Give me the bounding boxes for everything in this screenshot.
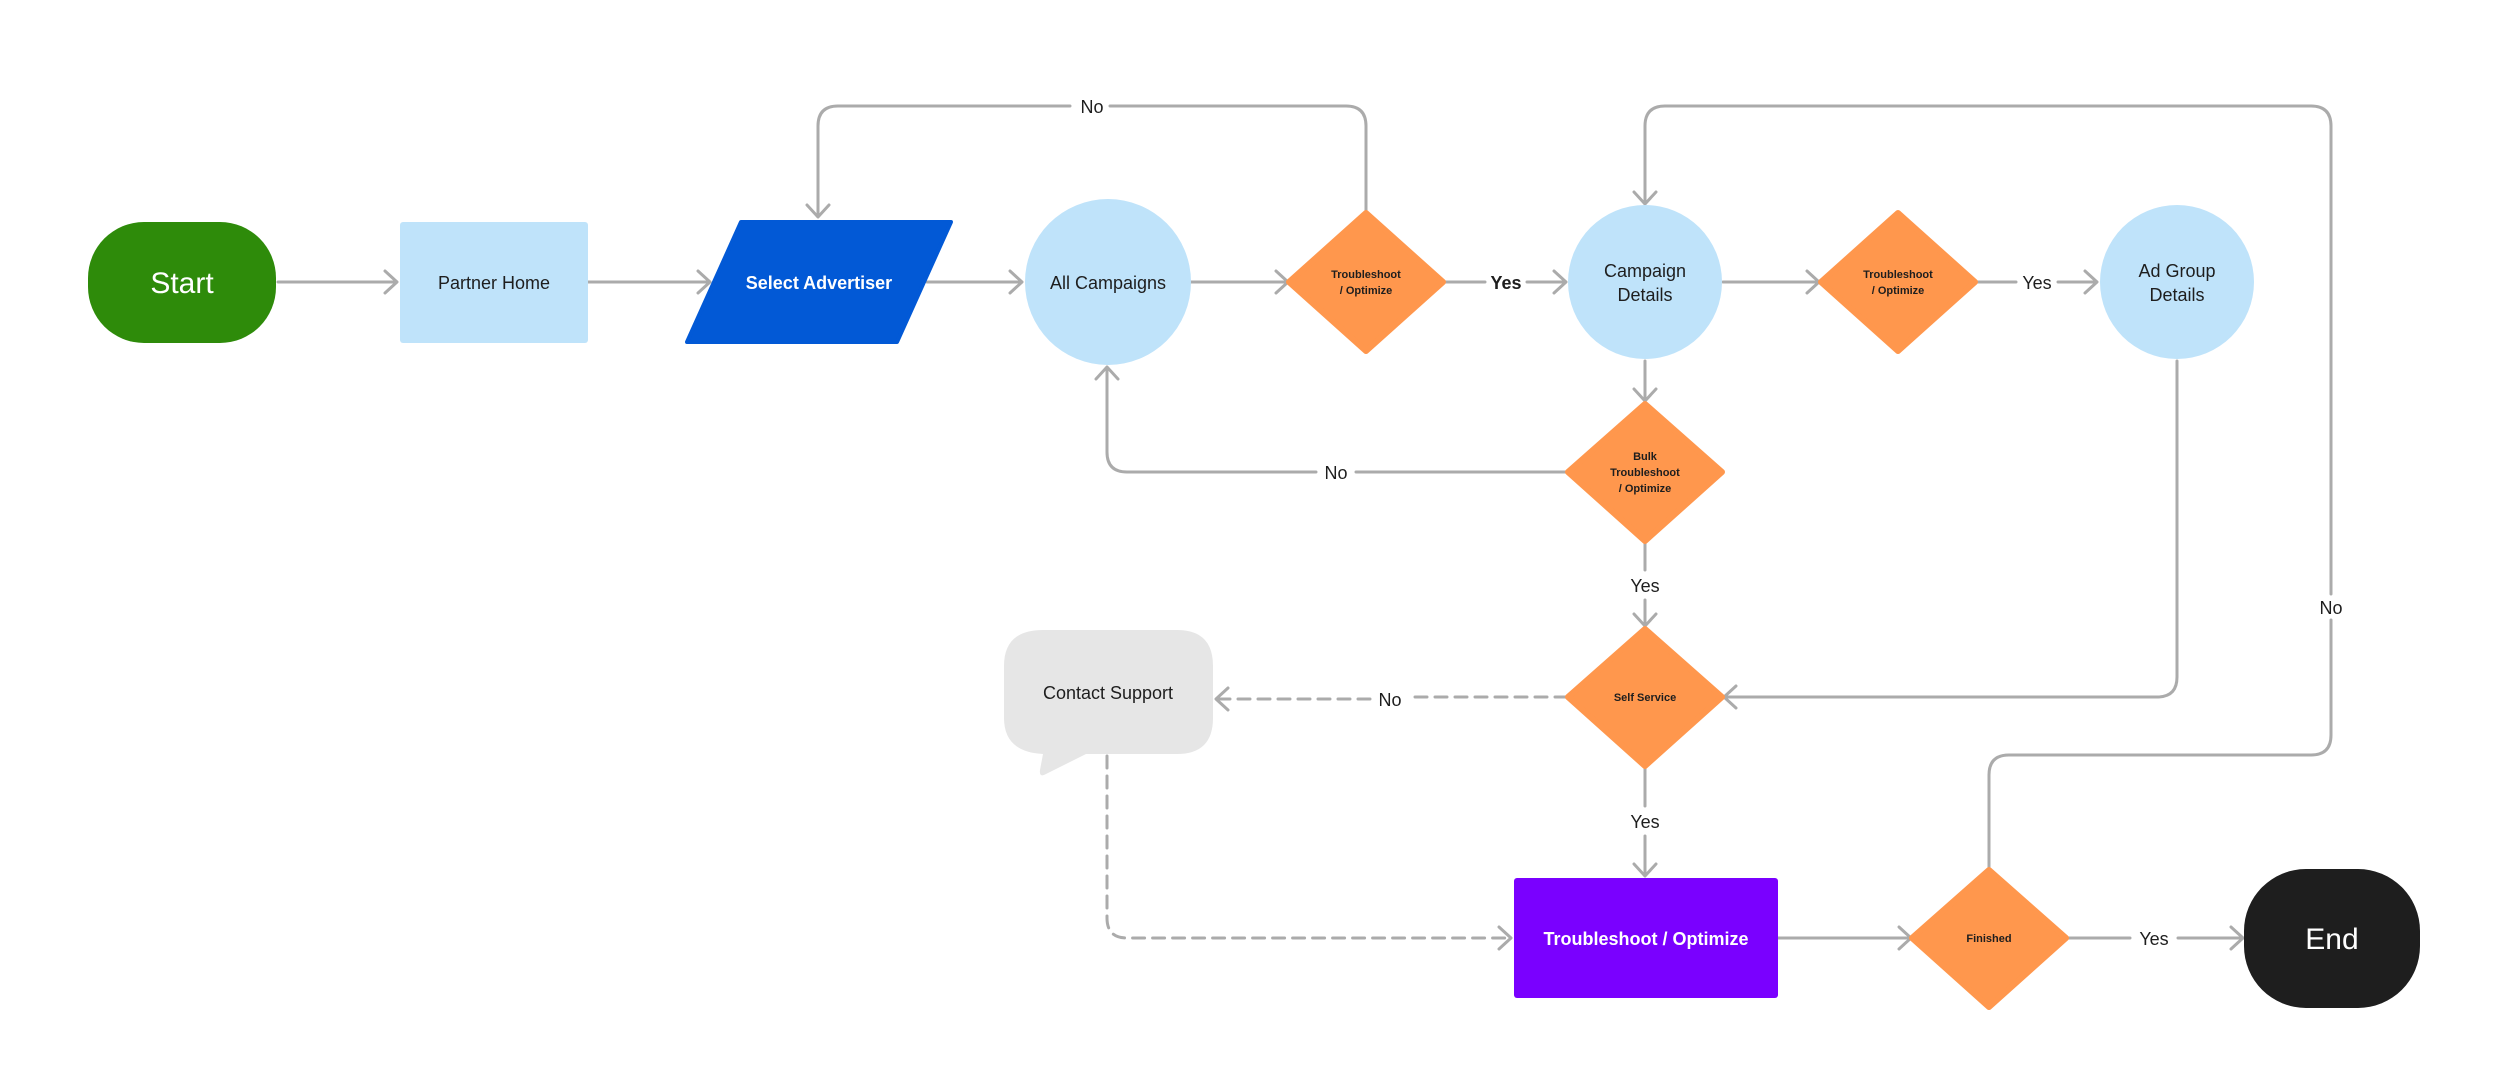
finished-label: Finished: [1966, 933, 2011, 945]
contact-support-shape: [1004, 630, 1213, 776]
edge-decision-1-yes-to-campaign-details: [1443, 269, 1568, 295]
edge-troubleshoot-to-finished: [1776, 925, 1913, 951]
campaign-details-node[interactable]: Campaign Details: [1568, 205, 1722, 359]
troubleshoot-optimize-label: Troubleshoot / Optimize: [1543, 929, 1748, 949]
all-campaigns-node[interactable]: All Campaigns: [1025, 199, 1191, 365]
contact-support-label: Contact Support: [1043, 683, 1173, 703]
campaign-details-shape: [1568, 205, 1722, 359]
finished-shape: [1909, 867, 2069, 1010]
self-service-label: Self Service: [1614, 692, 1676, 704]
edge-label-yes: Yes: [1490, 273, 1521, 293]
edge-self-service-yes-to-troubleshoot: [1632, 766, 1658, 878]
edge-label-yes: Yes: [1630, 812, 1659, 832]
end-shape: [2244, 869, 2420, 1008]
decision-2-label-line-1: Troubleshoot: [1863, 269, 1933, 281]
partner-home-shape: [400, 222, 588, 343]
end-node[interactable]: End: [2244, 869, 2420, 1008]
bulk-decision-label-line-1: Bulk: [1633, 451, 1658, 463]
ad-group-details-label-line-2: Details: [2149, 285, 2204, 305]
troubleshoot-optimize-node[interactable]: Troubleshoot / Optimize: [1514, 878, 1778, 998]
edge-finished-yes-to-end: [2065, 925, 2245, 951]
edge-campaign-details-to-decision-2: [1721, 269, 1821, 295]
edge-label-no: No: [1080, 97, 1103, 117]
edge-label-no: No: [1324, 463, 1347, 483]
edge-label-yes: Yes: [2139, 929, 2168, 949]
decision-1-label-line-2: / Optimize: [1340, 285, 1393, 297]
edge-decision-2-yes-to-ad-group: [1975, 269, 2099, 295]
edge-label-yes: Yes: [2022, 273, 2051, 293]
decision-2-shape: [1818, 210, 1978, 354]
ad-group-details-label-line-1: Ad Group: [2138, 261, 2215, 281]
all-campaigns-label: All Campaigns: [1050, 273, 1166, 293]
edge-self-service-no-to-contact-support: [1214, 686, 1569, 712]
edge-partner-home-to-select-advertiser: [586, 269, 712, 295]
select-advertiser-shape: [685, 220, 953, 344]
bulk-troubleshoot-decision[interactable]: Bulk Troubleshoot / Optimize: [1565, 401, 1725, 544]
campaign-details-label-line-2: Details: [1617, 285, 1672, 305]
edge-campaign-details-to-bulk: [1632, 359, 1658, 403]
decision-1-shape: [1286, 210, 1446, 354]
edge-label-yes: Yes: [1630, 576, 1659, 596]
bulk-decision-label-line-3: / Optimize: [1619, 483, 1672, 495]
self-service-decision[interactable]: Self Service: [1565, 626, 1725, 769]
edge-label-no: No: [2319, 598, 2342, 618]
edge-finished-no-loop: [1632, 104, 2333, 869]
edge-label-no: No: [1378, 690, 1401, 710]
partner-home-label: Partner Home: [438, 273, 550, 293]
all-campaigns-shape: [1025, 199, 1191, 365]
bulk-decision-label-line-2: Troubleshoot: [1610, 467, 1680, 479]
start-shape: [88, 222, 276, 343]
self-service-shape: [1565, 626, 1725, 769]
troubleshoot-decision-2[interactable]: Troubleshoot / Optimize: [1818, 210, 1978, 354]
ad-group-details-shape: [2100, 205, 2254, 359]
partner-home-node[interactable]: Partner Home: [400, 222, 588, 343]
edge-start-to-partner-home: [276, 269, 399, 295]
finished-decision[interactable]: Finished: [1909, 867, 2069, 1010]
edge-contact-support-to-troubleshoot: [1105, 754, 1513, 951]
decision-2-label-line-2: / Optimize: [1872, 285, 1925, 297]
edge-ad-group-to-self-service: [1722, 359, 2179, 710]
edge-decision-1-no-loop: [805, 104, 1368, 219]
start-node[interactable]: Start: [88, 222, 276, 343]
start-label: Start: [150, 267, 214, 300]
end-label: End: [2305, 923, 2358, 956]
campaign-details-label-line-1: Campaign: [1604, 261, 1686, 281]
contact-support-node[interactable]: Contact Support: [1004, 630, 1213, 776]
edge-bulk-no-to-all-campaigns: [1094, 365, 1569, 474]
bulk-decision-shape: [1565, 401, 1725, 544]
decision-1-label-line-1: Troubleshoot: [1331, 269, 1401, 281]
edge-all-campaigns-to-decision-1: [1188, 269, 1290, 295]
ad-group-details-node[interactable]: Ad Group Details: [2100, 205, 2254, 359]
select-advertiser-label: Select Advertiser: [746, 273, 892, 293]
troubleshoot-optimize-shape: [1514, 878, 1778, 998]
edge-select-advertiser-to-all-campaigns: [925, 269, 1024, 295]
edge-labels: No Yes Yes No Yes No Yes No Yes: [1080, 97, 2342, 949]
troubleshoot-decision-1[interactable]: Troubleshoot / Optimize: [1286, 210, 1446, 354]
select-advertiser-node[interactable]: Select Advertiser: [685, 220, 953, 344]
